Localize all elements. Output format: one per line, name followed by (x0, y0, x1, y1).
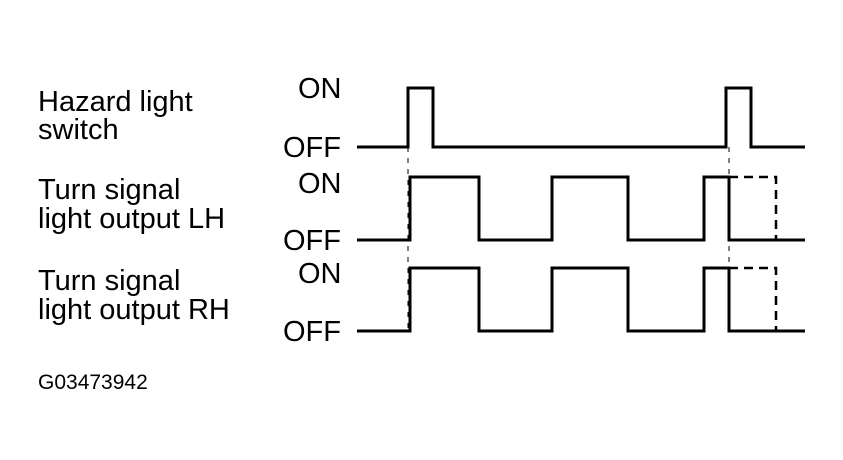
lh-output-waveform (357, 175, 805, 242)
hazard-switch-waveform (357, 86, 805, 149)
hazard-switch-on-label: ON (298, 73, 342, 105)
lh-output-on-label: ON (298, 168, 342, 200)
figure-id: G03473942 (38, 371, 148, 394)
rh-output-label-line2: light output RH (38, 294, 230, 326)
lh-output-label-line2: light output LH (38, 203, 225, 235)
rh-output-dashed-continuation (729, 266, 778, 331)
rh-output-label-line1: Turn signal (38, 265, 180, 297)
rh-output-on-label: ON (298, 258, 342, 290)
hazard-switch-label-line1: Hazard light (38, 86, 193, 118)
rh-output-waveform (357, 266, 805, 333)
hazard-switch-label-line2: switch (38, 114, 119, 146)
hazard-switch-off-label: OFF (283, 132, 341, 164)
lh-output-dashed-continuation (729, 175, 778, 240)
rh-output-off-label: OFF (283, 316, 341, 348)
lh-output-off-label: OFF (283, 225, 341, 257)
lh-output-label-line1: Turn signal (38, 174, 180, 206)
